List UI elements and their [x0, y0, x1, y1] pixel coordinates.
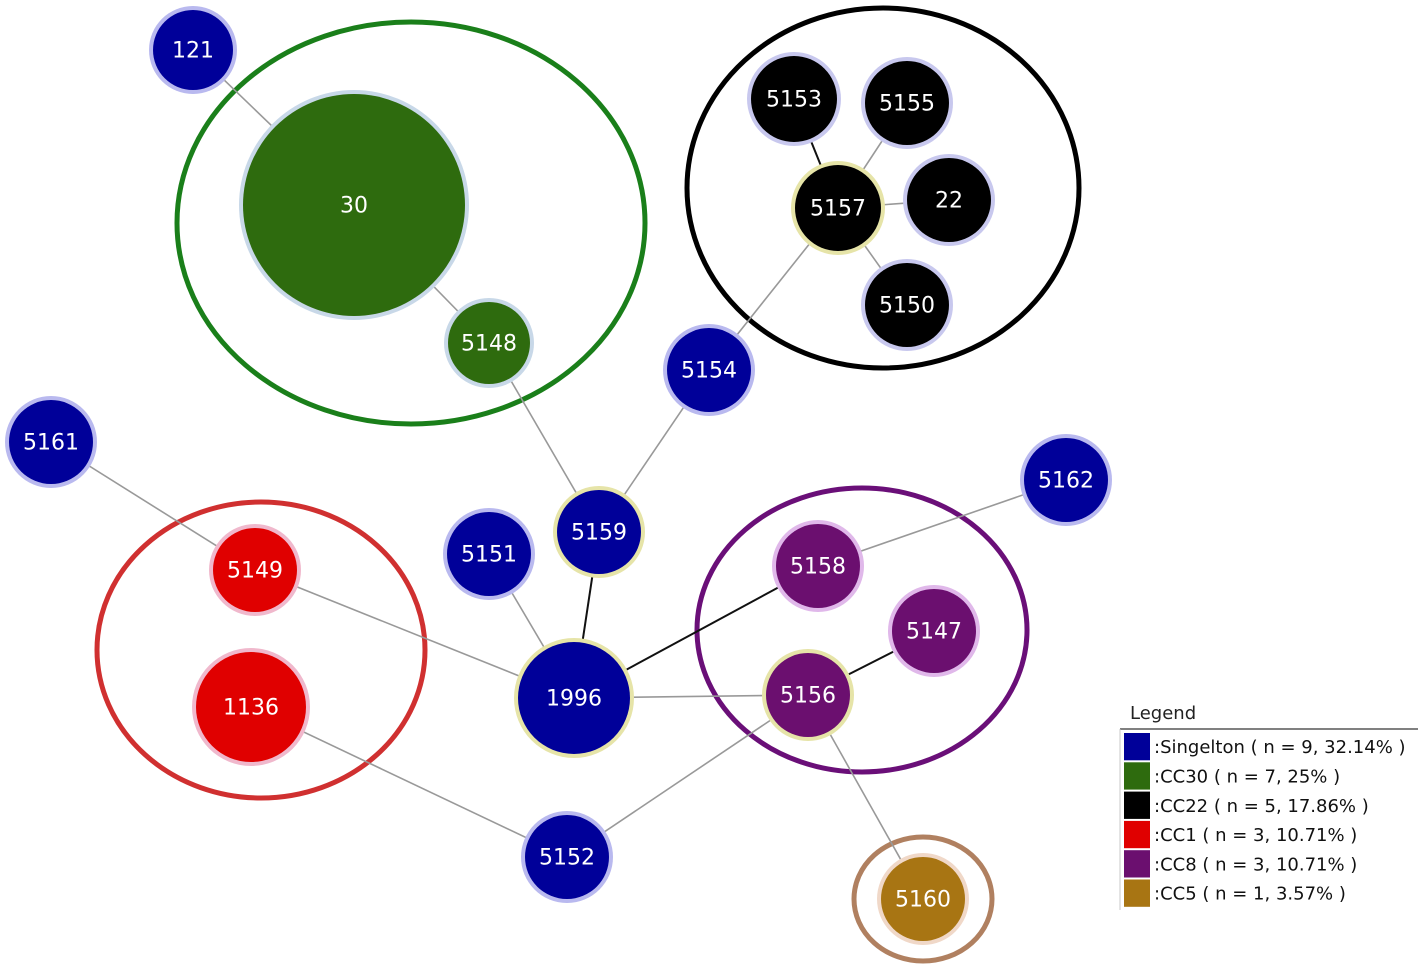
node-circle	[751, 56, 837, 142]
node-circle	[518, 642, 630, 754]
node-1136[interactable]: 1136	[192, 648, 310, 766]
edge-5156-5152	[566, 694, 809, 858]
legend-label: :CC22 ( n = 5, 17.86% )	[1154, 796, 1369, 817]
node-1996[interactable]: 1996	[514, 638, 634, 758]
legend-entry: :CC5 ( n = 1, 3.57% )	[1124, 879, 1346, 907]
node-circle	[525, 815, 609, 899]
legend-entry: :CC1 ( n = 3, 10.71% )	[1124, 820, 1357, 849]
node-circle	[795, 165, 881, 251]
node-circle	[865, 263, 949, 347]
node-label: 5157	[810, 197, 866, 222]
legend-entry: :CC22 ( n = 5, 17.86% )	[1124, 791, 1369, 819]
node-label: 5156	[780, 684, 836, 709]
cluster-rings	[94, 5, 1082, 964]
node-30[interactable]: 30	[239, 90, 469, 320]
legend-swatch	[1124, 762, 1150, 790]
node-label: 5147	[906, 620, 962, 645]
node-5153[interactable]: 5153	[747, 52, 841, 146]
node-circle	[447, 512, 531, 596]
cluster-ring-cc1	[94, 499, 428, 801]
legend-swatch	[1124, 850, 1150, 878]
node-label: 5161	[23, 431, 79, 456]
legend-label: :Singelton ( n = 9, 32.14% )	[1154, 737, 1406, 758]
node-circle	[667, 328, 751, 412]
node-5160[interactable]: 5160	[877, 853, 969, 945]
node-121[interactable]: 121	[149, 6, 237, 94]
node-label: 5155	[879, 92, 935, 117]
legend-label: :CC8 ( n = 3, 10.71% )	[1154, 854, 1357, 875]
node-circle	[153, 10, 233, 90]
node-circle	[907, 158, 991, 242]
legend-entries: :Singelton ( n = 9, 32.14% ) :CC30 ( n = …	[1124, 733, 1406, 907]
node-label: 5159	[571, 521, 627, 546]
node-5162[interactable]: 5162	[1020, 434, 1112, 526]
node-5150[interactable]: 5150	[861, 259, 953, 351]
node-label: 5152	[539, 846, 595, 871]
node-label: 5162	[1038, 469, 1094, 494]
node-label: 5150	[879, 294, 935, 319]
cluster-ring-cc8	[694, 485, 1030, 775]
node-label: 5160	[895, 888, 951, 913]
node-5156[interactable]: 5156	[762, 649, 854, 741]
legend-label: :CC1 ( n = 3, 10.71% )	[1154, 825, 1357, 846]
cluster-ring-cc5	[851, 834, 995, 964]
node-circle	[1024, 438, 1108, 522]
node-circle	[557, 490, 641, 574]
node-5148[interactable]: 5148	[444, 298, 534, 388]
node-label: 30	[340, 194, 368, 219]
node-label: 22	[935, 189, 963, 214]
legend-swatch	[1124, 791, 1150, 819]
legend-title: Legend	[1130, 703, 1196, 724]
node-5161[interactable]: 5161	[5, 396, 97, 488]
node-label: 5154	[681, 359, 737, 384]
node-circle	[776, 524, 860, 608]
node-22[interactable]: 22	[903, 154, 995, 246]
node-label: 1136	[223, 696, 279, 721]
legend-swatch	[1124, 733, 1150, 761]
node-circle	[196, 652, 306, 762]
node-5157[interactable]: 5157	[791, 161, 885, 255]
node-5152[interactable]: 5152	[521, 811, 613, 903]
cluster-ring-cc22	[684, 5, 1082, 371]
node-5155[interactable]: 5155	[861, 57, 953, 149]
network-nodes: 121 30 5148 5153 5155 5157 22 5150 5154 5161 5162 5…	[5, 6, 1112, 945]
node-circle	[881, 857, 965, 941]
node-circle	[9, 400, 93, 484]
cluster-ring-cc30	[174, 19, 648, 427]
legend-entry: :Singelton ( n = 9, 32.14% )	[1124, 733, 1406, 761]
node-circle	[766, 653, 850, 737]
node-circle	[448, 302, 530, 384]
legend: Legend :Singelton ( n = 9, 32.14% ) :CC30…	[1119, 703, 1418, 910]
node-circle	[213, 528, 297, 612]
node-label: 5153	[766, 88, 822, 113]
legend-swatch	[1124, 820, 1150, 849]
node-5149[interactable]: 5149	[209, 524, 301, 616]
node-5147[interactable]: 5147	[888, 585, 980, 677]
node-5159[interactable]: 5159	[553, 486, 645, 578]
node-label: 5148	[461, 332, 517, 357]
node-5158[interactable]: 5158	[772, 520, 864, 612]
node-label: 5149	[227, 559, 283, 584]
node-circle	[243, 94, 465, 316]
node-5151[interactable]: 5151	[443, 508, 535, 600]
node-circle	[865, 61, 949, 145]
node-label: 5158	[790, 555, 846, 580]
node-5154[interactable]: 5154	[663, 324, 755, 416]
node-circle	[892, 589, 976, 673]
node-label: 5151	[461, 543, 517, 568]
node-label: 121	[172, 39, 214, 64]
legend-entry: :CC30 ( n = 7, 25% )	[1124, 762, 1340, 790]
legend-entry: :CC8 ( n = 3, 10.71% )	[1124, 850, 1357, 878]
legend-label: :CC30 ( n = 7, 25% )	[1154, 766, 1340, 787]
legend-swatch	[1124, 879, 1150, 907]
node-label: 1996	[546, 687, 602, 712]
legend-label: :CC5 ( n = 1, 3.57% )	[1154, 884, 1346, 905]
